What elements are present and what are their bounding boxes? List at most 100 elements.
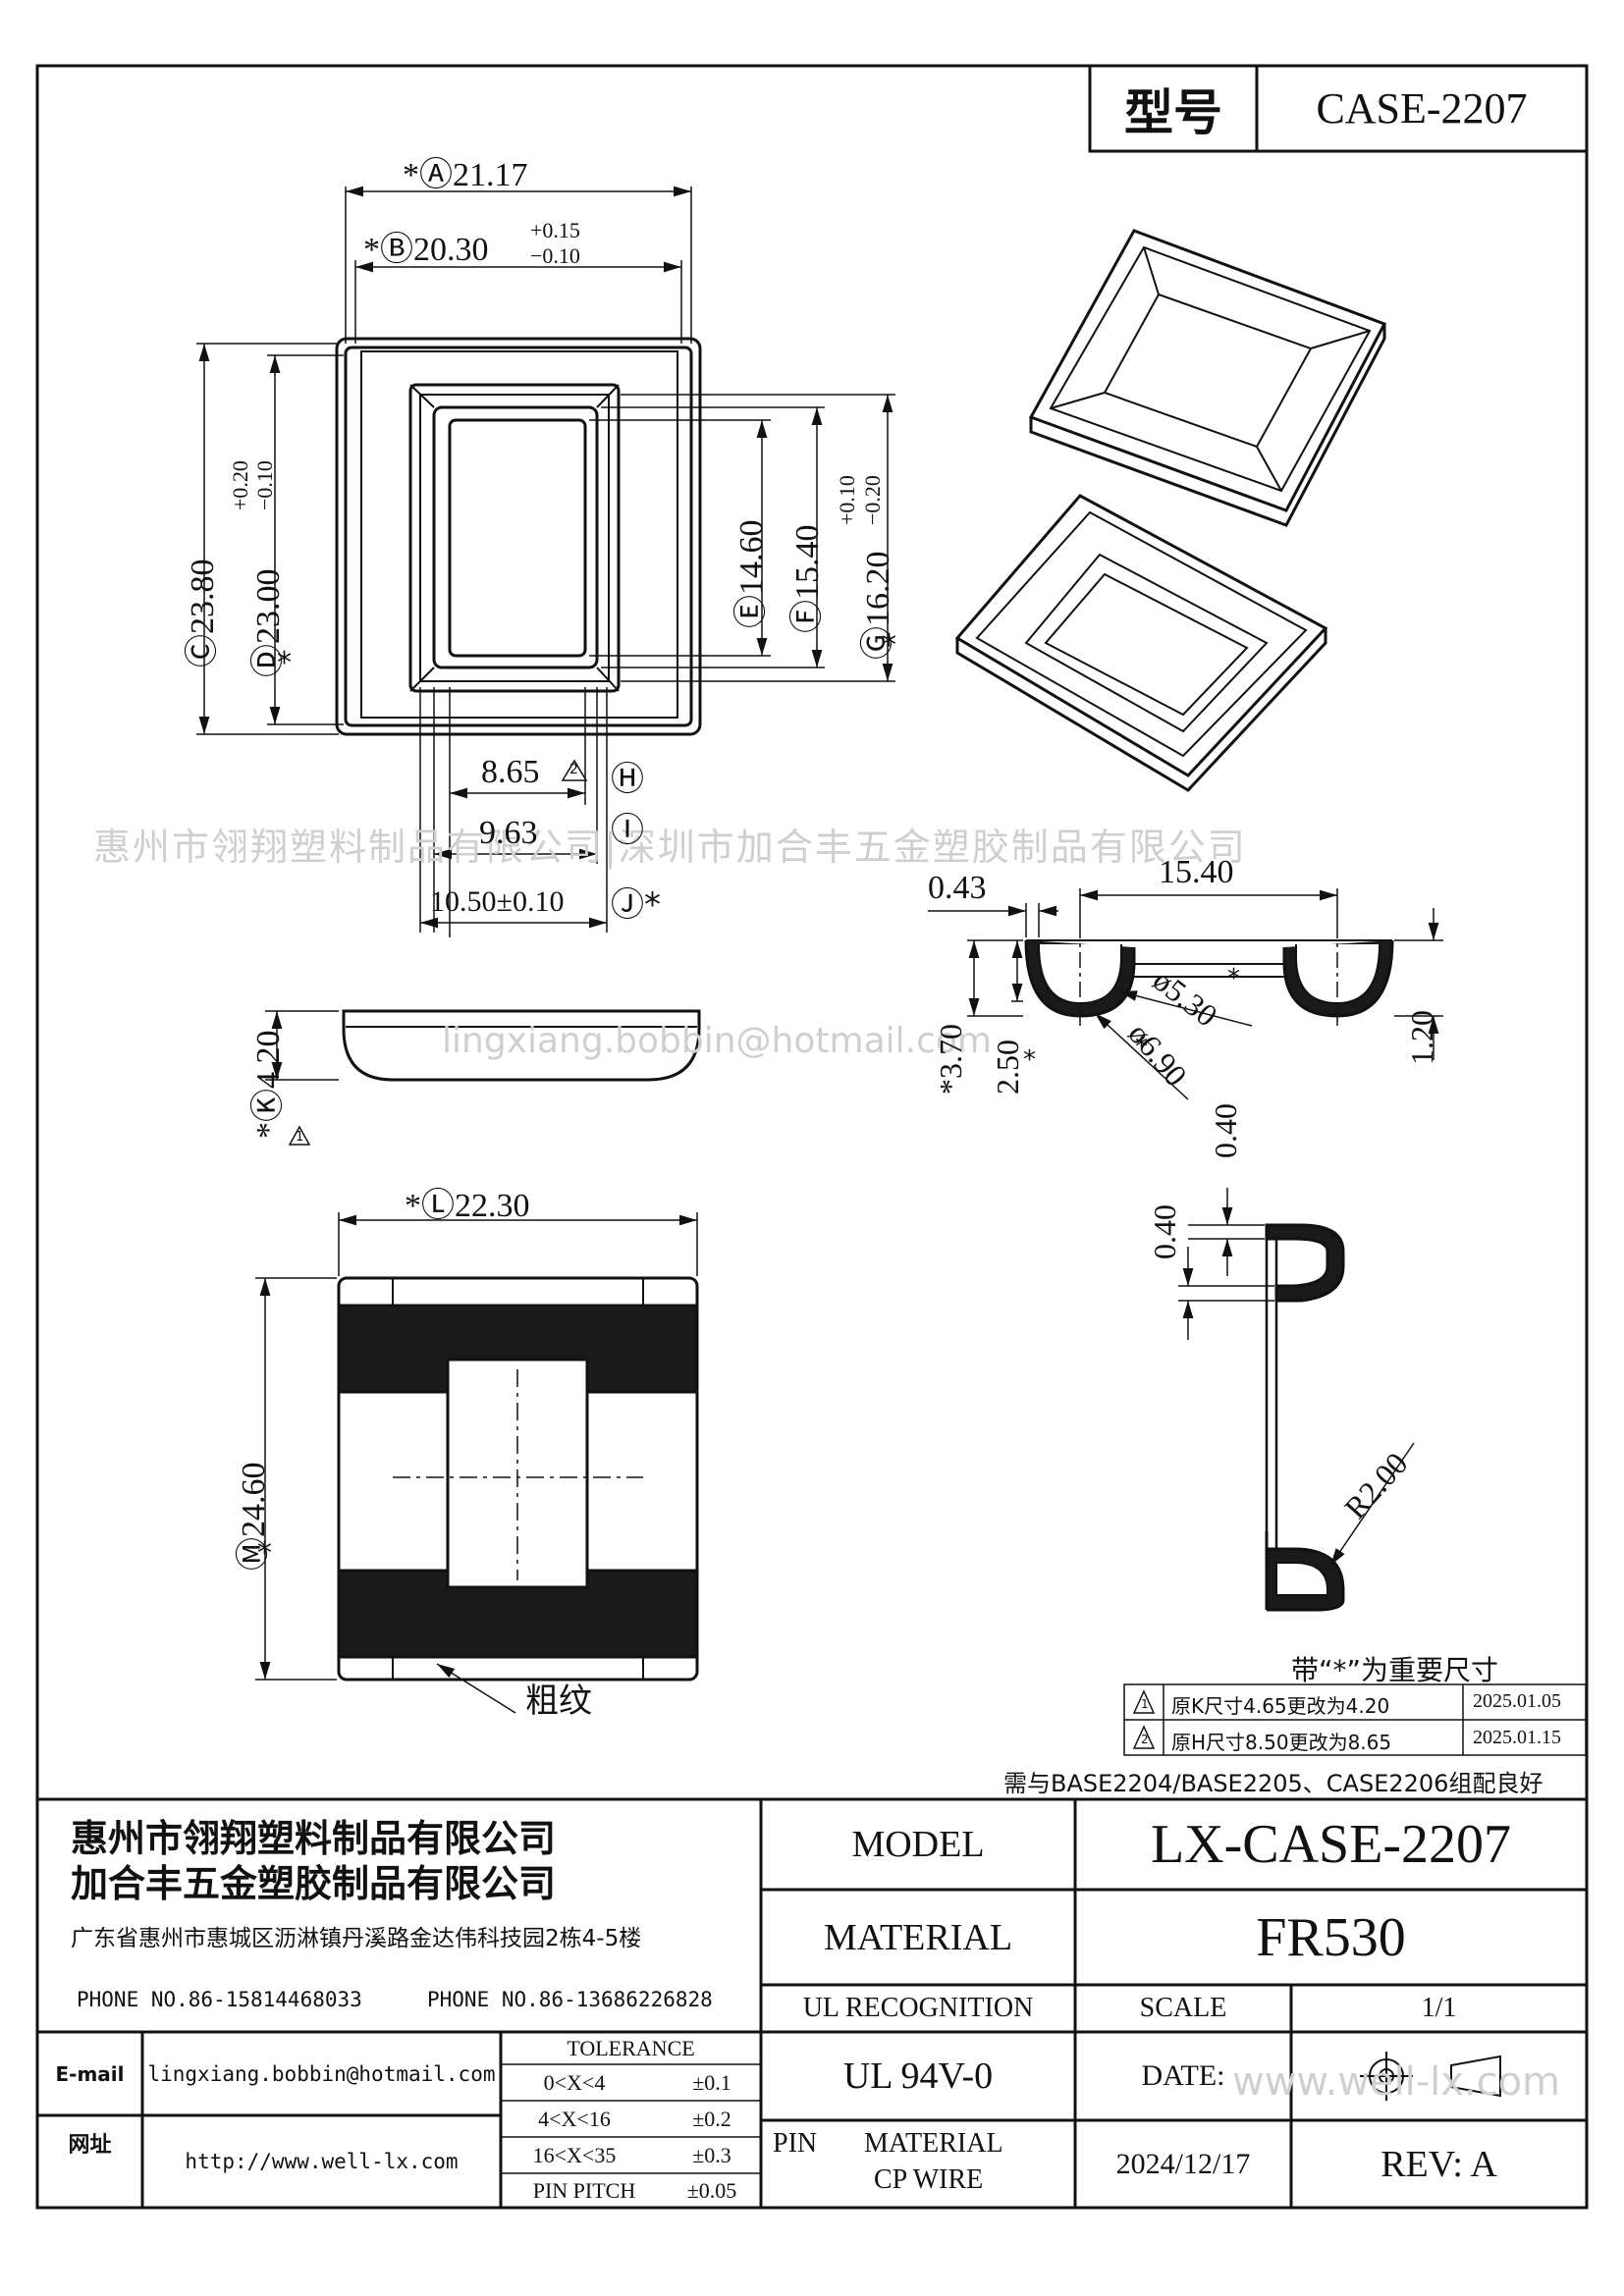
texture-label: 粗纹 [525, 1682, 592, 1721]
dim-b-tol-minus: −0.10 [530, 243, 580, 268]
edge-detail [1265, 1223, 1345, 1612]
watermark-email: lingxiang.bobbin@hotmail.com [442, 1021, 992, 1061]
revision-table [1123, 1683, 1587, 1756]
pin-material-value: CP WIRE [874, 2164, 984, 2195]
revision-2-text: 原H尺寸8.50更改为8.65 [1171, 1731, 1392, 1754]
phone-1: PHONE NO.86-15814468033 [77, 1988, 362, 2011]
side-view-dimension [265, 1010, 339, 1081]
pin-label: PIN [773, 2128, 818, 2159]
dim-h-id: Ⓗ [611, 760, 644, 799]
tolerance-title: TOLERANCE [567, 2035, 695, 2060]
dim-1-20: 1.20 [1404, 1010, 1439, 1065]
tolerance-value-4: ±0.05 [686, 2177, 737, 2203]
dim-0-40-a: 0.40 [1208, 1103, 1243, 1158]
material-label: MATERIAL [823, 1916, 1013, 1958]
important-note: 带“*”为重要尺寸 [1291, 1654, 1499, 1686]
dim-5-30-star: * [1227, 964, 1240, 993]
iso-view-top [1028, 229, 1387, 527]
revision-1-text: 原K尺寸4.65更改为4.20 [1171, 1694, 1390, 1718]
model-box-label: 型号 [1124, 83, 1222, 141]
dim-0-40-b: 0.40 [1147, 1204, 1182, 1259]
projection-symbol-icon [1360, 2052, 1501, 2101]
dim-b-tol-plus: +0.15 [530, 218, 580, 242]
material-value: FR530 [1256, 1906, 1406, 1968]
company-name-2: 加合丰五金塑胶制品有限公司 [71, 1862, 557, 1905]
web-label: 网址 [68, 2132, 112, 2158]
tolerance-range-2: 4<X<16 [538, 2106, 611, 2131]
company-address: 广东省惠州市惠城区沥淋镇丹溪路金达伟科技园2栋4-5楼 [71, 1926, 642, 1951]
tolerance-range-1: 0<X<4 [543, 2069, 606, 2095]
side-view [342, 1009, 701, 1082]
dim-e: Ⓔ14.60 [733, 519, 770, 629]
dim-g-star: * [882, 628, 896, 663]
model-box [1088, 64, 1589, 153]
email-value[interactable]: lingxiang.bobbin@hotmail.com [147, 2061, 496, 2086]
section-view [1024, 923, 1394, 1026]
revision-marks [1132, 1689, 1156, 1749]
dim-g-tol-minus: −0.20 [860, 475, 885, 525]
drawing-rev-triangles [288, 759, 588, 1146]
edge-detail-dimensions [1178, 1188, 1415, 1567]
sheet-border [35, 64, 1589, 2210]
dim-b: *Ⓑ20.30 [363, 232, 489, 268]
model-label: MODEL [851, 1824, 985, 1865]
dim-h-rev: 2 [569, 762, 578, 777]
dim-l: *Ⓛ22.30 [405, 1188, 530, 1224]
revision-2-mark: 2 [1141, 1733, 1149, 1746]
assembly-note: 需与BASE2204/BASE2205、CASE2206组配良好 [1003, 1770, 1543, 1797]
dim-0-43: 0.43 [928, 870, 987, 906]
bottom-view [337, 1276, 699, 1682]
watermark-site: www.well-lx.com [1232, 2059, 1561, 2105]
company-name-1: 惠州市翎翔塑料制品有限公司 [71, 1817, 557, 1860]
revision-2-date: 2025.01.15 [1473, 1727, 1561, 1748]
dim-k: *Ⓚ4.20 [250, 1030, 287, 1140]
date-value: 2024/12/17 [1115, 2147, 1251, 2180]
revision-1-mark: 1 [1141, 1697, 1149, 1711]
phone-2: PHONE NO.86-13686226828 [427, 1988, 713, 2011]
section-view-dimensions [928, 888, 1443, 1100]
ul-label: UL RECOGNITION [802, 1993, 1034, 2023]
scale-label: SCALE [1139, 1993, 1227, 2023]
dim-j: 10.50±0.10 [430, 885, 565, 918]
dim-i: 9.63 [479, 815, 538, 851]
title-block-grid [37, 1797, 1587, 2208]
dim-h: 8.65 [481, 754, 540, 790]
tolerance-range-4: PIN PITCH [532, 2177, 636, 2203]
dim-2-50: 2.50 [990, 1040, 1025, 1095]
dim-d-star: * [277, 646, 292, 680]
model-value: LX-CASE-2207 [1150, 1814, 1512, 1875]
ul-value: UL 94V-0 [842, 2056, 994, 2097]
dim-d-tol-plus: +0.20 [228, 460, 252, 510]
date-label: DATE: [1141, 2059, 1225, 2092]
tolerance-range-3: 16<X<35 [532, 2142, 617, 2167]
dim-k-rev: 1 [296, 1130, 304, 1145]
dim-3-70: *3.70 [933, 1024, 968, 1095]
revision-1-date: 2025.01.05 [1473, 1690, 1561, 1712]
top-view-dimensions [196, 186, 895, 937]
tolerance-value-2: ±0.2 [692, 2106, 731, 2131]
scale-value: 1/1 [1421, 1993, 1457, 2023]
watermark-company: 惠州市翎翔塑料制品有限公司|深圳市加合丰五金塑胶制品有限公司 [93, 826, 1247, 869]
dim-15-40: 15.40 [1159, 854, 1234, 890]
dim-2-50-star: * [1023, 1045, 1036, 1075]
model-box-value: CASE-2207 [1316, 84, 1528, 133]
dim-d-tol-minus: −0.10 [252, 460, 277, 510]
rev-label: REV: A [1380, 2143, 1497, 2185]
dim-j-id: Ⓙ* [611, 885, 661, 925]
web-value[interactable]: http://www.well-lx.com [185, 2150, 459, 2173]
dim-c: Ⓒ23.80 [185, 559, 221, 668]
dim-f: Ⓕ15.40 [789, 524, 826, 634]
top-view [335, 337, 702, 736]
dim-g-tol-plus: +0.10 [835, 475, 859, 525]
tolerance-grid [501, 2063, 761, 2174]
email-label: E-mail [55, 2061, 125, 2086]
dim-m-star: * [257, 1536, 272, 1571]
dim-a: *Ⓐ21.17 [403, 157, 528, 193]
dim-6-90-star: * [1135, 1033, 1148, 1062]
bottom-view-dimensions [255, 1212, 698, 1714]
tolerance-value-3: ±0.3 [692, 2142, 731, 2167]
tolerance-value-1: ±0.1 [692, 2069, 731, 2095]
dim-i-id: Ⓘ [611, 811, 644, 850]
pin-material-label: MATERIAL [864, 2128, 1003, 2159]
